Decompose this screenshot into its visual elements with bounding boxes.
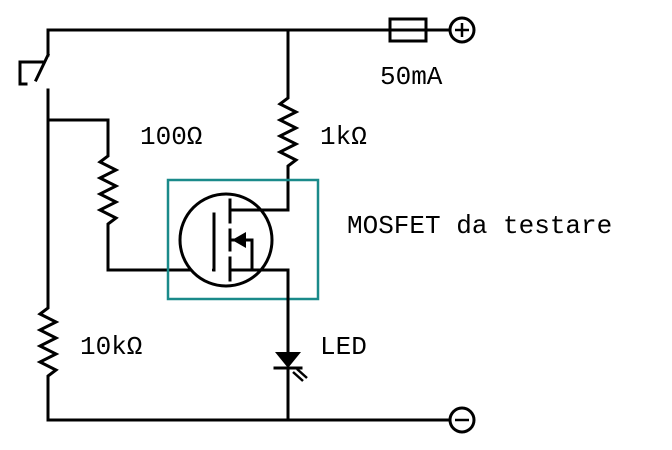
gate-branch-wire [46,118,110,152]
push-button-switch [18,28,51,120]
resistor-1k-label: 1kΩ [320,122,367,152]
positive-terminal-icon [448,16,476,44]
mosfet-label: MOSFET da testare [347,211,612,241]
mosfet-symbol [178,192,290,288]
resistor-1k [276,90,300,174]
fuse-label: 50mA [380,62,443,92]
led-label: LED [320,332,367,362]
negative-terminal-icon [448,406,476,434]
mosfet-highlight-box [166,178,320,301]
resistor-10k [36,298,60,386]
led-icon [273,352,308,382]
gate-wire [106,228,214,272]
resistor-10k-label: 10kΩ [80,332,142,362]
resistor-100-ohm [96,148,120,232]
resistor-100-ohm-label: 100Ω [140,122,202,152]
